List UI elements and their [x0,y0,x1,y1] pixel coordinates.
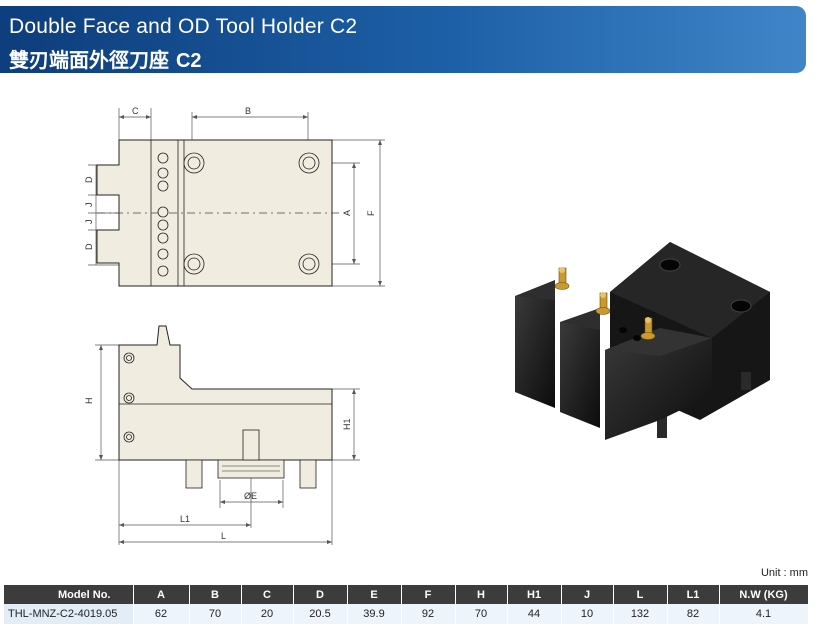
col-b: B [189,585,242,604]
col-f: F [401,585,456,604]
cell-j: 10 [561,604,614,624]
label-f: F [366,210,376,216]
label-h1: H1 [342,418,352,430]
cell-l1: 82 [667,604,720,624]
cell-h1: 44 [507,604,562,624]
label-a: A [342,210,352,216]
label-j-top: J [84,203,94,208]
label-oe: ØE [244,491,257,501]
label-d-top: D [84,176,94,183]
col-d: D [293,585,348,604]
cell-a: 62 [133,604,190,624]
cell-e: 39.9 [347,604,402,624]
label-d-bottom: D [84,243,94,250]
label-c: C [132,106,139,116]
title-english: Double Face and OD Tool Holder C2 [9,15,358,38]
label-j-bottom: J [84,220,94,225]
cell-h: 70 [455,604,508,624]
spec-header-row: Model No. A B C D E F H H1 J L L1 N.W (K… [4,585,809,604]
technical-drawing: C B D J J D A F H H1 ØE L1 L [84,106,385,545]
label-b: B [245,106,251,116]
tool-holder-render [515,242,770,440]
unit-label: Unit : mm [760,567,808,579]
col-e: E [347,585,402,604]
cell-l: 132 [613,604,668,624]
title-chinese-text: 雙刃端面外徑刀座 [9,48,169,72]
cell-model: THL-MNZ-C2-4019.05 [4,604,134,624]
col-model: Model No. [4,585,134,604]
cell-f: 92 [401,604,456,624]
cell-nw: 4.1 [719,604,809,624]
cell-b: 70 [189,604,242,624]
label-l1: L1 [180,514,190,524]
col-a: A [133,585,190,604]
cell-d: 20.5 [293,604,348,624]
col-j: J [561,585,614,604]
col-l: L [613,585,668,604]
col-nw: N.W (KG) [719,585,809,604]
cell-c: 20 [241,604,294,624]
title-chinese-code: C2 [175,50,202,72]
label-l: L [221,531,226,541]
spec-table: Model No. A B C D E F H H1 J L L1 N.W (K… [4,585,809,624]
title-banner: Double Face and OD Tool Holder C2 雙刃端面外徑… [0,6,806,73]
label-h: H [84,398,94,405]
col-c: C [241,585,294,604]
col-h1: H1 [507,585,562,604]
col-l1: L1 [667,585,720,604]
table-row: THL-MNZ-C2-4019.05 62 70 20 20.5 39.9 92… [4,604,809,624]
title-chinese: 雙刃端面外徑刀座 C2 [9,44,202,73]
col-h: H [455,585,508,604]
